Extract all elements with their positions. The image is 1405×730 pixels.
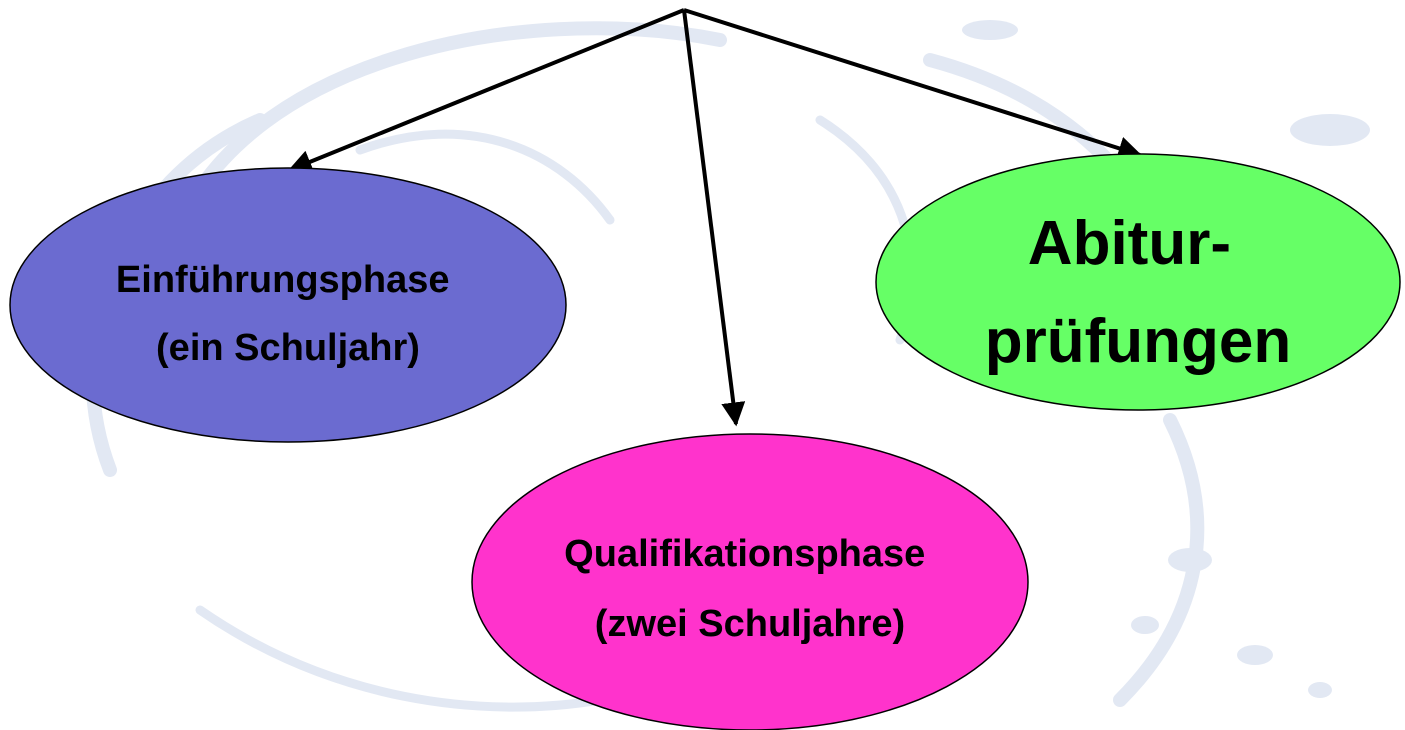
- arrow-to-einfuehrungsphase: [287, 8, 685, 173]
- arrow-to-abiturpruefungen: [683, 8, 1143, 160]
- node-label-line-1: Qualifikationsphase: [564, 533, 925, 575]
- node-label-line-1: Abitur-: [1028, 209, 1231, 278]
- node-label: Einführungsphase (ein Schuljahr): [116, 259, 460, 369]
- connector-group: [287, 8, 1143, 427]
- node-qualifikationsphase: Qualifikationsphase (zwei Schuljahre): [471, 433, 1029, 730]
- node-label-line-1: Einführungsphase: [116, 259, 450, 301]
- node-label: Abitur- prüfungen: [985, 209, 1292, 376]
- node-label-line-2: (zwei Schuljahre): [595, 603, 905, 645]
- arrow-to-qualifikationsphase: [682, 9, 746, 427]
- node-label-line-2: (ein Schuljahr): [156, 327, 420, 369]
- ellipse-icon: [9, 167, 567, 443]
- ellipse-icon: [471, 433, 1029, 730]
- node-label-line-2: prüfungen: [985, 307, 1292, 376]
- node-label: Qualifikationsphase (zwei Schuljahre): [564, 533, 936, 645]
- ellipse-icon: [875, 153, 1401, 411]
- node-einfuehrungsphase: Einführungsphase (ein Schuljahr): [9, 167, 567, 443]
- node-abiturpruefungen: Abitur- prüfungen: [875, 153, 1401, 411]
